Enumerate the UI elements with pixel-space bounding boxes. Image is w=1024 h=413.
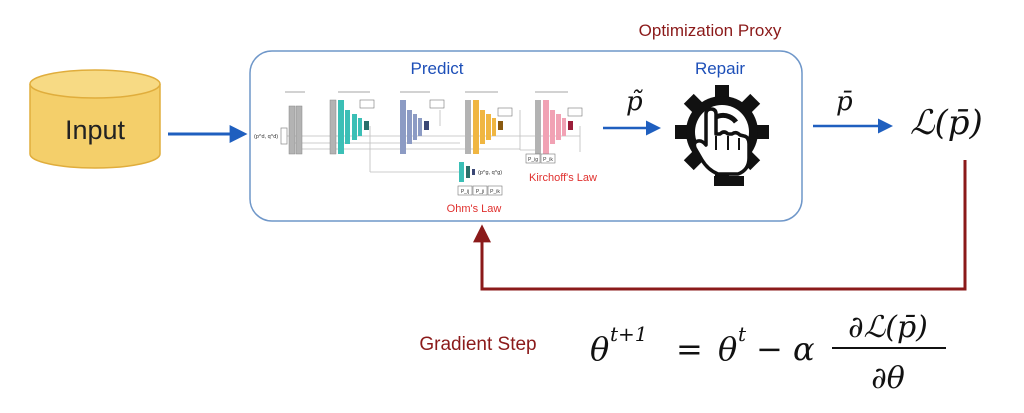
network-mid-tag: (p^g, q^g) xyxy=(478,170,502,176)
eq-denominator: ∂θ xyxy=(871,361,905,396)
ohm-term-boxes: P_ij P_ji P_ik xyxy=(457,185,503,196)
predict-label: Predict xyxy=(411,59,464,78)
eq-lhs-base: θ xyxy=(590,330,609,368)
ohm-term-1: P_ji xyxy=(476,189,484,195)
optimization-proxy-title: Optimization Proxy xyxy=(639,21,782,40)
ohm-term-2: P_ik xyxy=(490,189,500,195)
p-bar-label: p̄ xyxy=(836,87,853,117)
kirchoff-term-boxes: P_ig P_ik xyxy=(525,153,556,164)
update-rule-equation: θ t+1 = θ t − α ∂ℒ(p̄) ∂θ xyxy=(590,310,946,396)
kirchoff-term-1: P_ik xyxy=(543,157,553,163)
eq-minus-alpha: − α xyxy=(756,330,815,368)
loss-label: ℒ(p̄) xyxy=(910,103,983,143)
eq-numerator: ∂ℒ(p̄) xyxy=(848,310,928,345)
repair-label: Repair xyxy=(695,59,745,78)
kirchoff-law-label: Kirchoff's Law xyxy=(529,172,597,184)
network-input-tag: (p^d, q^d) xyxy=(254,134,278,140)
eq-rhs-base: θ xyxy=(718,330,737,368)
p-tilde-label: p̃ xyxy=(626,87,643,117)
gradient-step-label: Gradient Step xyxy=(419,334,536,355)
network-illustration: (p^d, q^d) xyxy=(254,91,583,196)
kirchoff-term-0: P_ig xyxy=(528,157,538,163)
input-database-icon: Input xyxy=(29,69,161,169)
gear-hand-icon xyxy=(675,85,769,186)
eq-rhs-sup: t xyxy=(738,322,747,346)
ohm-term-0: P_ij xyxy=(461,189,469,195)
gradient-feedback-arrow xyxy=(473,160,967,291)
ohm-law-label: Ohm's Law xyxy=(447,203,502,215)
input-label: Input xyxy=(65,115,126,145)
eq-lhs-sup: t+1 xyxy=(610,322,648,346)
eq-equals: = xyxy=(676,330,703,368)
